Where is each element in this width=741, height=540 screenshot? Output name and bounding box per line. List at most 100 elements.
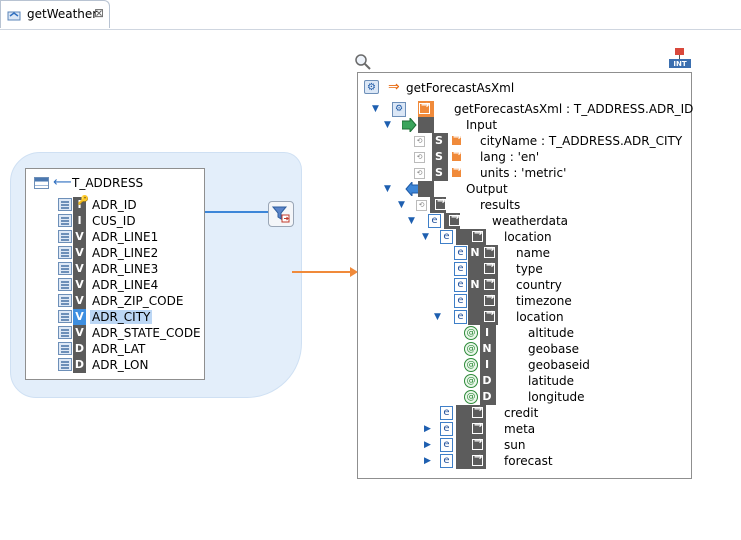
output-port-icon[interactable] bbox=[435, 196, 446, 210]
output-port-icon[interactable] bbox=[496, 340, 507, 354]
node-label: getForecastAsXml : T_ADDRESS.ADR_ID bbox=[454, 102, 694, 116]
type-badge: I bbox=[484, 326, 490, 339]
tree-node-input-param[interactable]: ⟲Slang : 'en' bbox=[358, 148, 688, 165]
collapse-arrow-icon[interactable]: ▼ bbox=[384, 184, 391, 194]
integration-icon[interactable]: INT bbox=[669, 48, 691, 68]
tree-node-element[interactable]: ▶emeta bbox=[358, 420, 688, 437]
type-badge: S bbox=[435, 150, 443, 163]
element-icon: e bbox=[454, 278, 467, 292]
tree-node-input-param[interactable]: ⟲Sunits : 'metric' bbox=[358, 164, 688, 181]
tree-node-weatherdata[interactable]: ▼eweatherdata bbox=[358, 212, 688, 229]
field-name: ADR_STATE_CODE bbox=[92, 326, 201, 340]
close-icon[interactable]: ⊠ bbox=[94, 6, 105, 20]
tree-node-location-child[interactable]: etype bbox=[358, 260, 688, 277]
output-port-icon[interactable] bbox=[472, 404, 483, 418]
tree-node-attribute[interactable]: @Ngeobase bbox=[358, 340, 688, 357]
output-port-icon[interactable] bbox=[419, 100, 430, 114]
column-icon bbox=[58, 230, 72, 243]
tree-node-location-child[interactable]: eNcountry bbox=[358, 276, 688, 293]
tree-node-attribute[interactable]: @Dlatitude bbox=[358, 372, 688, 389]
output-port-icon[interactable] bbox=[435, 180, 446, 194]
tree-node-inner-location[interactable]: ▼elocation bbox=[358, 308, 688, 325]
input-icon bbox=[402, 118, 417, 132]
svg-text:INT: INT bbox=[673, 60, 686, 68]
output-port-icon[interactable] bbox=[472, 228, 483, 242]
tree-node-results[interactable]: ▼⟲results bbox=[358, 196, 688, 213]
output-port-icon[interactable] bbox=[472, 420, 483, 434]
tree-node-attribute[interactable]: @Dlongitude bbox=[358, 388, 688, 405]
output-port-icon[interactable] bbox=[484, 276, 495, 290]
output-port-icon[interactable] bbox=[496, 356, 507, 370]
type-badge: V bbox=[73, 277, 86, 293]
type-badge: S bbox=[435, 166, 443, 179]
expand-arrow-icon[interactable]: ▶ bbox=[424, 424, 431, 434]
function-box[interactable]: ⚙ ⇒ getForecastAsXml ▼getForecastAsXml :… bbox=[357, 72, 693, 479]
tree-node-attribute[interactable]: @Ialtitude bbox=[358, 324, 688, 341]
collapse-arrow-icon[interactable]: ▼ bbox=[384, 120, 391, 130]
filter-button[interactable] bbox=[268, 201, 294, 227]
attribute-icon: @ bbox=[464, 358, 478, 372]
tree-node-element[interactable]: ▶eforecast bbox=[358, 452, 688, 469]
tree-node-location[interactable]: ▼elocation bbox=[358, 228, 688, 245]
tree-node-output[interactable]: ▼Output bbox=[358, 180, 688, 197]
collapse-arrow-icon[interactable]: ▼ bbox=[434, 312, 441, 322]
column-icon bbox=[58, 214, 72, 227]
output-port-icon[interactable] bbox=[472, 436, 483, 450]
output-port-icon[interactable] bbox=[449, 212, 460, 226]
tree-node-root[interactable]: ▼getForecastAsXml : T_ADDRESS.ADR_ID⚙ bbox=[358, 100, 693, 117]
collapse-arrow-icon[interactable]: ▼ bbox=[398, 200, 405, 210]
node-label: results bbox=[480, 198, 521, 212]
node-label: meta bbox=[504, 422, 536, 436]
output-port-icon[interactable] bbox=[496, 388, 507, 402]
output-port-icon[interactable] bbox=[484, 260, 495, 274]
tree-node-location-child[interactable]: eNname bbox=[358, 244, 688, 261]
editor-tab-bar: getWeather ⊠ bbox=[0, 0, 741, 30]
output-port-icon[interactable] bbox=[451, 132, 462, 146]
collapse-arrow-icon[interactable]: ▼ bbox=[422, 232, 429, 242]
output-port-icon[interactable] bbox=[484, 308, 495, 322]
tree-node-location-child[interactable]: etimezone bbox=[358, 292, 688, 309]
tab-getweather[interactable]: getWeather ⊠ bbox=[0, 0, 110, 28]
output-port-icon[interactable] bbox=[496, 324, 507, 338]
tree-node-input[interactable]: ▼Input bbox=[358, 116, 688, 133]
field-name: ADR_LINE2 bbox=[92, 246, 159, 260]
type-cell bbox=[432, 165, 448, 181]
column-icon bbox=[58, 326, 72, 339]
tree-node-element[interactable]: ecredit bbox=[358, 404, 688, 421]
table-field-row[interactable]: I🔑ADR_ID bbox=[58, 196, 198, 213]
output-port-icon[interactable] bbox=[435, 116, 446, 130]
collapse-arrow-icon[interactable]: ▼ bbox=[408, 216, 415, 226]
node-label: timezone bbox=[516, 294, 572, 308]
type-badge: V bbox=[73, 261, 86, 277]
output-port-icon[interactable] bbox=[451, 148, 462, 162]
expand-arrow-icon[interactable]: ▶ bbox=[424, 456, 431, 466]
output-port-icon[interactable] bbox=[484, 244, 495, 258]
output-port-icon[interactable] bbox=[496, 372, 507, 386]
expand-arrow-icon[interactable]: ▶ bbox=[424, 440, 431, 450]
column-icon bbox=[58, 342, 72, 355]
mapping-icon: ⟲ bbox=[414, 168, 425, 179]
element-icon: e bbox=[428, 214, 441, 228]
output-port-icon[interactable] bbox=[484, 292, 495, 306]
column-icon bbox=[58, 294, 72, 307]
collapse-arrow-icon[interactable]: ▼ bbox=[372, 104, 379, 114]
tree-node-attribute[interactable]: @Igeobaseid bbox=[358, 356, 688, 373]
function-title: getForecastAsXml bbox=[406, 81, 515, 95]
magnifier-icon[interactable] bbox=[355, 54, 371, 70]
output-port-icon[interactable] bbox=[451, 164, 462, 178]
tree-node-element[interactable]: ▶esun bbox=[358, 436, 688, 453]
output-port-icon[interactable] bbox=[472, 452, 483, 466]
tree-node-input-param[interactable]: ⟲ScityName : T_ADDRESS.ADR_CITY bbox=[358, 132, 688, 149]
